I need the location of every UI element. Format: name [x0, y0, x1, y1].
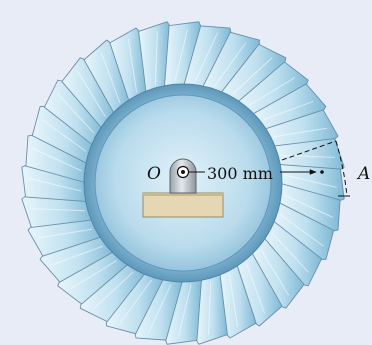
blade-highlight	[76, 70, 106, 118]
blade-highlight	[31, 208, 85, 212]
base-top-edge	[143, 193, 223, 196]
blade-highlight	[284, 174, 338, 188]
blade-highlight	[93, 271, 134, 309]
blade-highlight	[273, 127, 328, 138]
blade-highlight	[262, 100, 314, 121]
center-label: O	[147, 164, 161, 184]
blade-highlight	[260, 248, 290, 296]
blade-highlight	[178, 284, 192, 338]
blade-highlight	[208, 281, 212, 335]
blade-highlight	[52, 245, 104, 266]
blade-highlight	[127, 38, 138, 93]
blade-highlight	[284, 194, 334, 218]
blade-highlight	[154, 31, 158, 85]
blade-highlight	[279, 214, 324, 247]
blade-highlight	[248, 76, 296, 106]
center-dot	[181, 170, 185, 174]
dashed-arc	[335, 140, 348, 197]
blade-highlight	[174, 28, 188, 82]
blade-highlight	[38, 228, 93, 239]
blade-highlight	[57, 93, 95, 134]
point-a-dot	[320, 170, 324, 174]
blade-highlight	[232, 57, 273, 95]
blade-highlight	[271, 232, 309, 273]
blade-highlight	[100, 52, 121, 104]
blade-highlight	[119, 279, 152, 324]
blade-highlight	[228, 273, 239, 328]
point-a-label: A	[356, 164, 370, 184]
blade-highlight	[42, 119, 87, 152]
bearing-base	[142, 192, 224, 218]
blade-highlight	[281, 154, 335, 158]
turbine-blades	[21, 21, 345, 345]
blade-highlight	[32, 148, 82, 172]
blade-highlight	[214, 42, 247, 87]
radius-label: 300 mm	[207, 164, 273, 183]
blade-highlight	[28, 178, 82, 192]
blade-highlight	[245, 262, 266, 314]
blade-highlight	[194, 32, 218, 82]
dashed-line-upper	[281, 140, 337, 161]
blade-highlight	[148, 284, 172, 334]
blade-highlight	[70, 260, 118, 290]
